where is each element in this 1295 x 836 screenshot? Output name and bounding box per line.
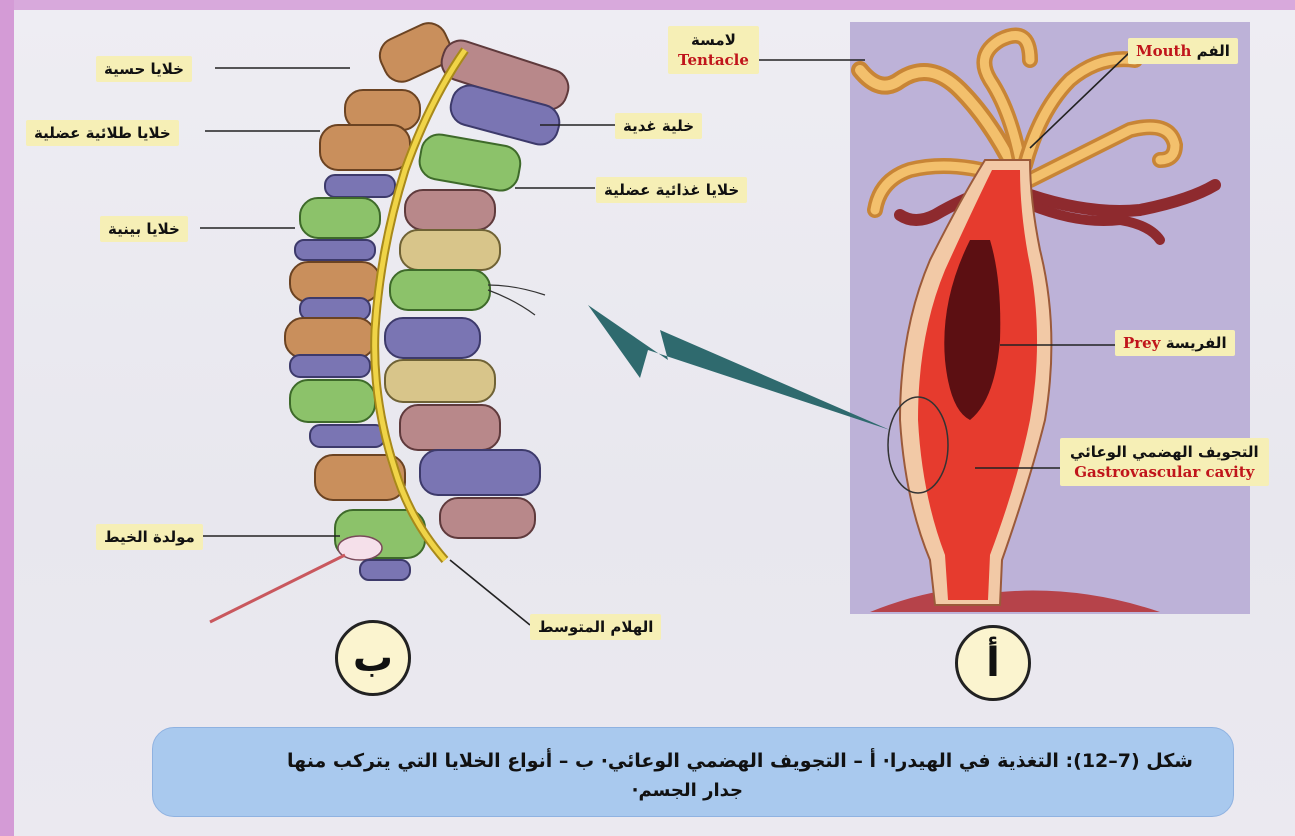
label-gastrovascular-cavity: التجويف الهضمي الوعائي Gastrovascular ca… (1060, 438, 1269, 486)
label-cnidoblast: مولدة الخيط (96, 524, 203, 550)
label-epithelio-muscular-cells: خلايا طلائية عضلية (26, 120, 179, 146)
cnidocil-thread (210, 555, 345, 622)
label-cavity-en: Gastrovascular cavity (1070, 462, 1259, 482)
label-cavity-ar: التجويف الهضمي الوعائي (1070, 442, 1259, 462)
figure-caption-line2: جدار الجسم· (632, 780, 743, 801)
label-tentacle-en: Tentacle (678, 50, 749, 70)
magnify-arrow (588, 305, 890, 430)
label-mesoglea: الهلام المتوسط (530, 614, 661, 640)
label-nutritive-muscular-cells: خلايا غذائية عضلية (596, 177, 747, 203)
panel-b-badge: ب (335, 620, 411, 696)
panel-a-badge: أ (955, 625, 1031, 701)
figure-caption-box: شكل (7–12): التغذية في الهيدرا· أ – التج… (152, 727, 1234, 817)
figure-caption-line1: شكل (7–12): التغذية في الهيدرا· أ – التج… (287, 750, 1193, 772)
flagella (488, 285, 545, 315)
label-prey-ar: الفريسة (1166, 334, 1227, 352)
label-mouth-en: Mouth (1136, 42, 1191, 60)
label-sensory-cells: خلايا حسية (96, 56, 192, 82)
label-prey: الفريسة Prey (1115, 330, 1235, 356)
label-tentacle: لامسة Tentacle (668, 26, 759, 74)
body-wall-cells (285, 17, 573, 580)
label-mouth-ar: الفم (1197, 42, 1230, 60)
label-mouth: الفم Mouth (1128, 38, 1238, 64)
label-tentacle-ar: لامسة (678, 30, 749, 50)
label-interstitial-cells: خلايا بينية (100, 216, 188, 242)
label-gland-cell: خلية غدية (615, 113, 702, 139)
label-prey-en: Prey (1123, 334, 1160, 352)
